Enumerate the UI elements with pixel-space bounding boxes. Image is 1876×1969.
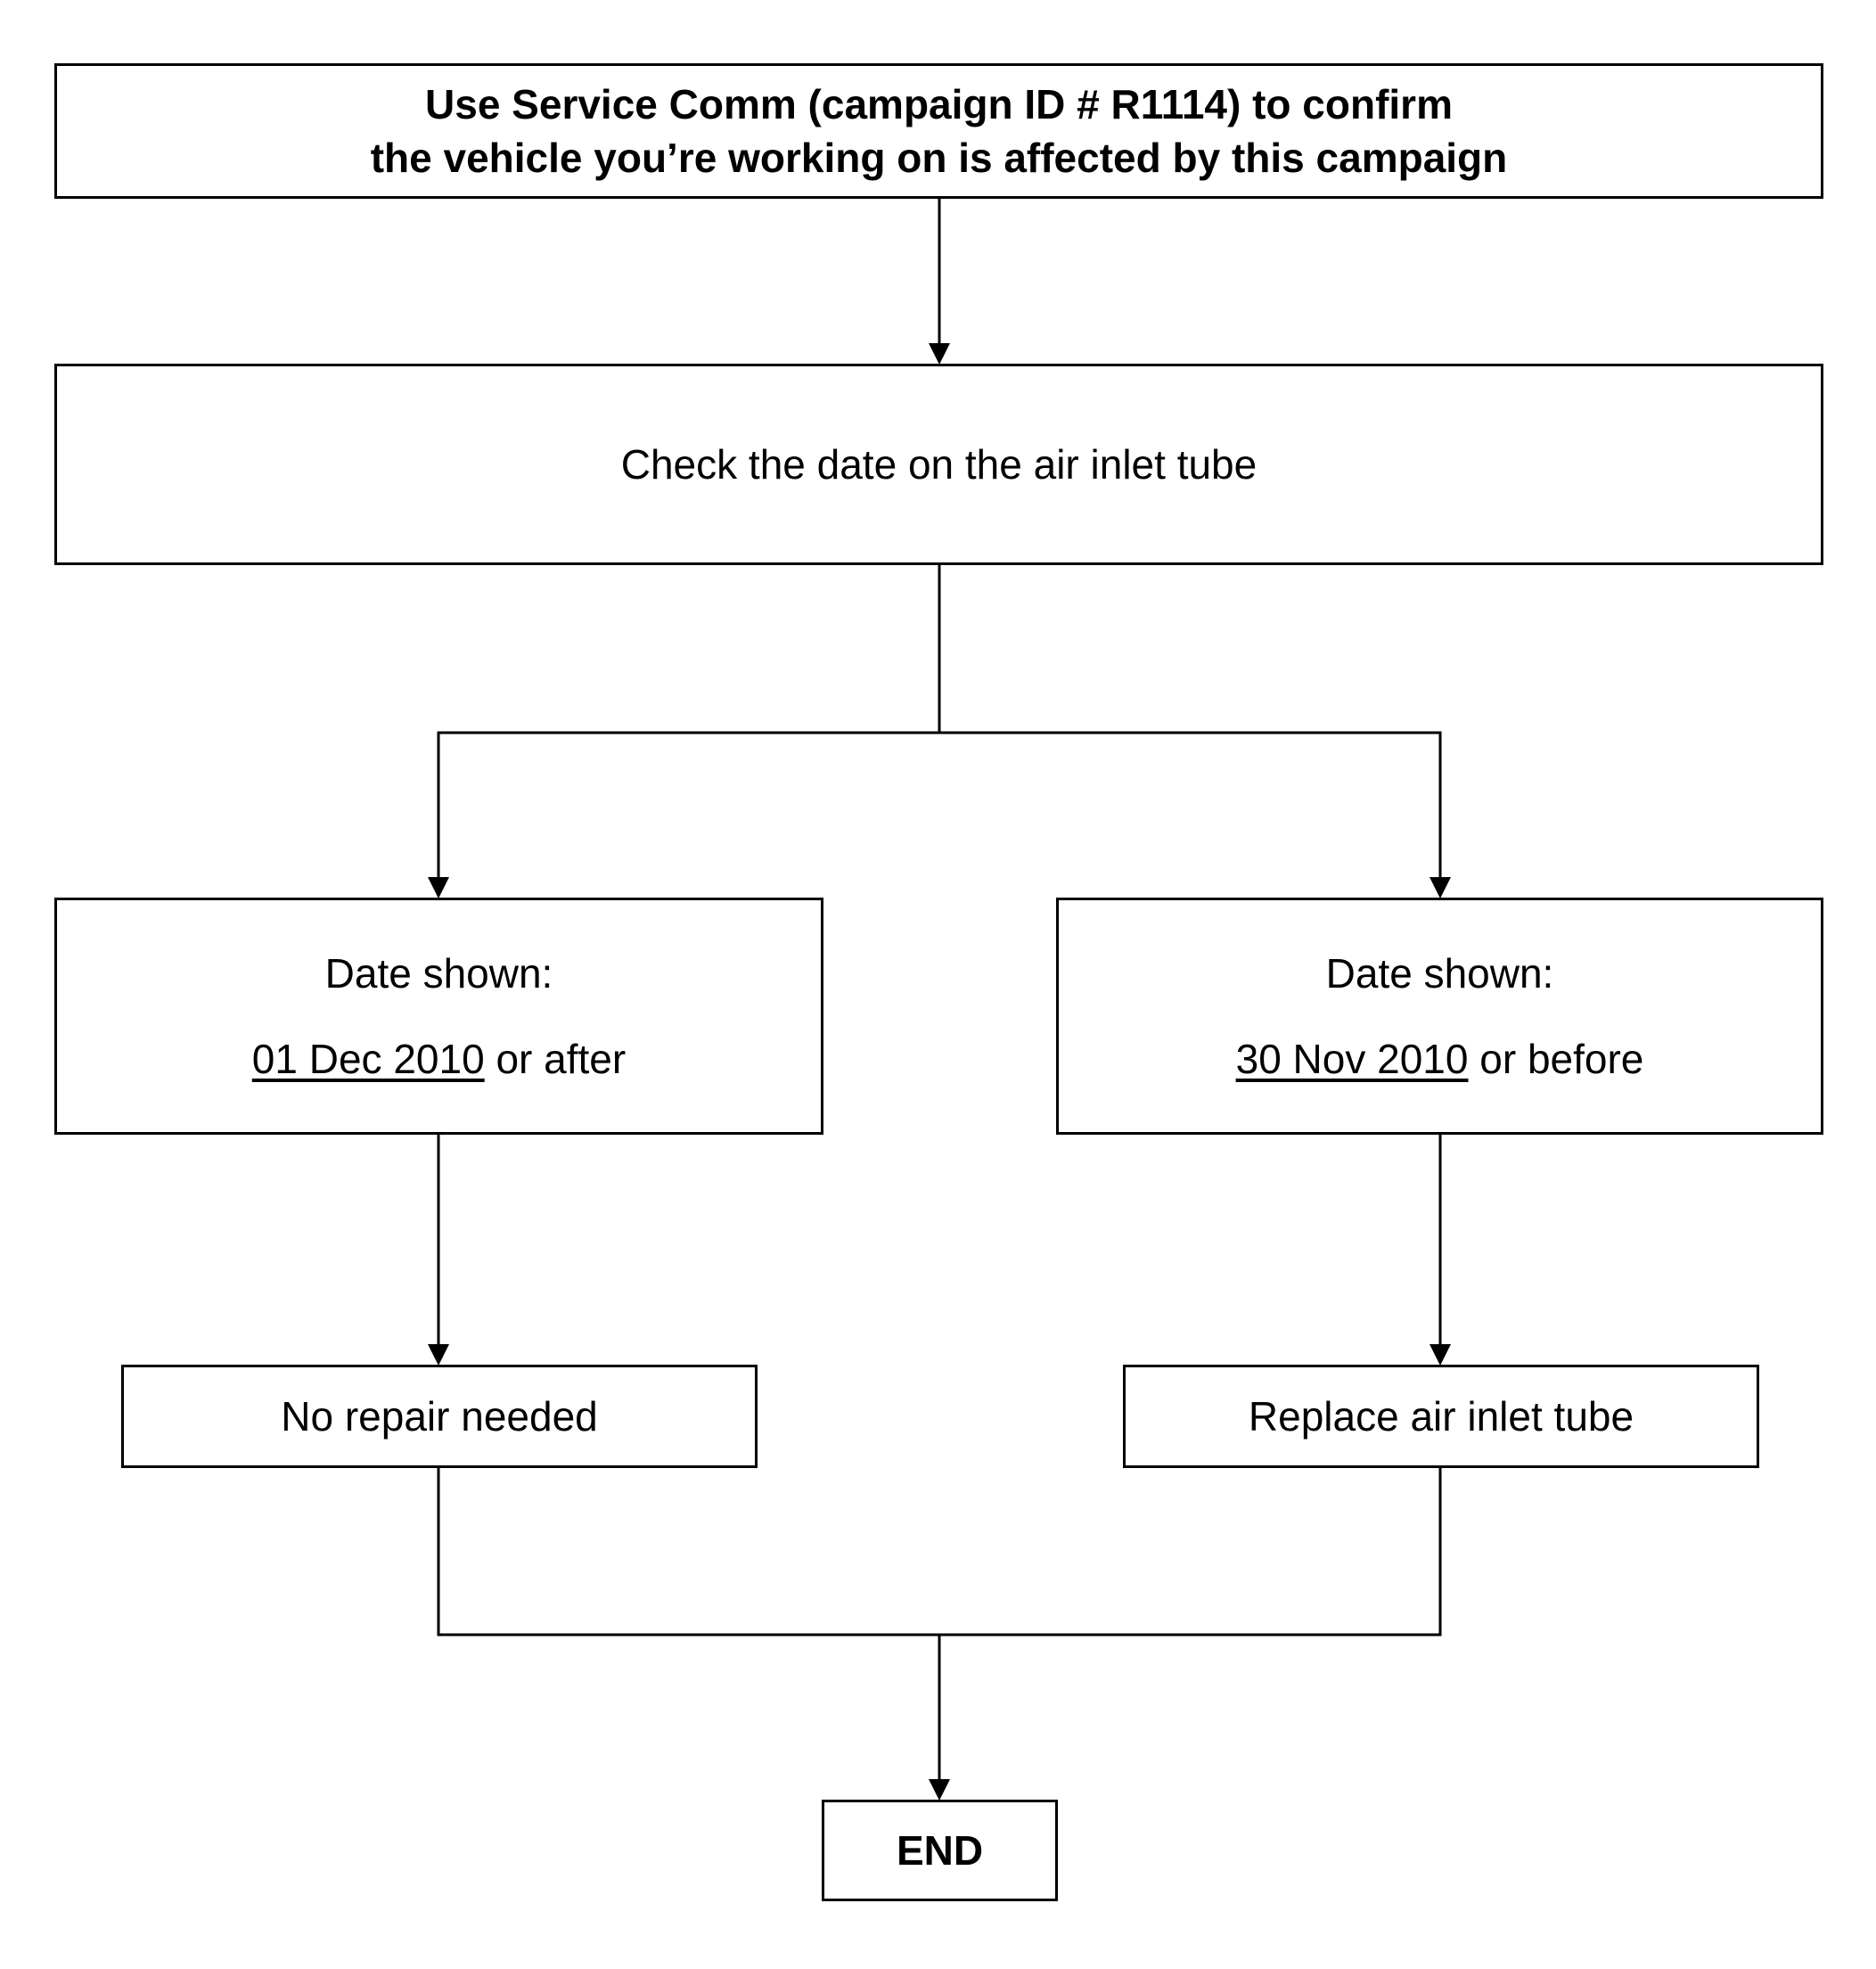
- check-date-box: Check the date on the air inlet tube: [54, 364, 1823, 565]
- arrowhead-after: [428, 877, 449, 898]
- end-label: END: [896, 1827, 984, 1874]
- date-before-heading: Date shown:: [1325, 950, 1554, 997]
- start-step-box: Use Service Comm (campaign ID # R1114) t…: [54, 63, 1823, 199]
- arrowhead-end: [929, 1779, 950, 1801]
- date-after-heading: Date shown:: [324, 950, 553, 997]
- replace-tube-label: Replace air inlet tube: [1248, 1393, 1634, 1440]
- date-after-value: 01 Dec 2010: [251, 1036, 485, 1082]
- arrowhead-norepair: [428, 1344, 449, 1366]
- no-repair-box: No repair needed: [121, 1365, 758, 1468]
- no-repair-label: No repair needed: [281, 1393, 598, 1440]
- date-before-value: 30 Nov 2010: [1235, 1036, 1469, 1082]
- date-after-suffix: or after: [484, 1036, 627, 1082]
- check-date-label: Check the date on the air inlet tube: [620, 441, 1257, 488]
- date-before-box: Date shown: 30 Nov 2010 or before: [1056, 898, 1823, 1135]
- start-step-line-1: Use Service Comm (campaign ID # R1114) t…: [425, 81, 1453, 127]
- connector-merge: [437, 1468, 1442, 1637]
- arrowhead-replace: [1430, 1344, 1451, 1366]
- arrowhead-check: [929, 343, 950, 365]
- start-step-line-2: the vehicle you’re working on is affecte…: [370, 135, 1508, 181]
- date-before-condition: 30 Nov 2010 or before: [1236, 1034, 1644, 1084]
- connector-check-split-right: [939, 731, 1442, 877]
- connector-check-split: [437, 565, 941, 877]
- replace-tube-box: Replace air inlet tube: [1123, 1365, 1759, 1468]
- date-after-condition: 01 Dec 2010 or after: [252, 1034, 626, 1084]
- date-before-suffix: or before: [1468, 1036, 1644, 1082]
- arrowhead-before: [1430, 877, 1451, 898]
- end-box: END: [822, 1800, 1058, 1901]
- date-after-box: Date shown: 01 Dec 2010 or after: [54, 898, 823, 1135]
